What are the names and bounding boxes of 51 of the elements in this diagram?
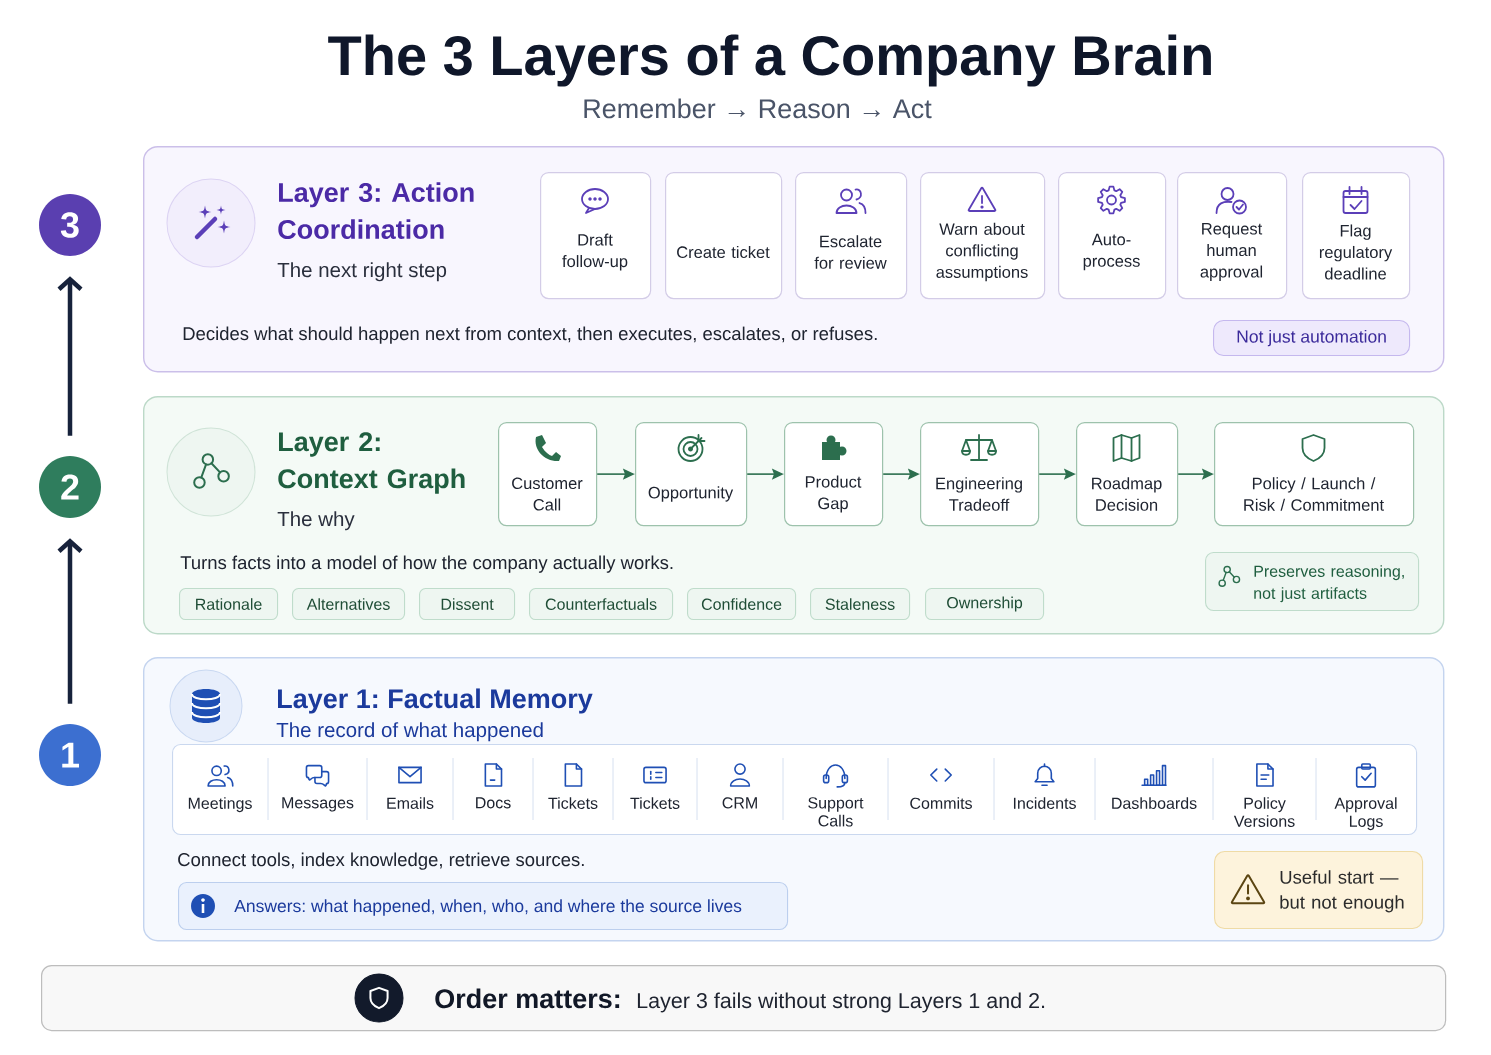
source-label: Docs [476,797,511,809]
layer-description: Decides what should happen next from context, then executes, escalates, or refuses. [183,326,877,344]
tag: Ownership [925,588,1045,621]
step-card: Roadmap Decision [1076,422,1179,527]
source-label: Messages [282,797,354,812]
action-card: Draft follow-up [540,172,652,300]
layer-heading: Layer 1: Factual Memory [278,688,593,714]
layer-description: Turns facts into a model of how the company actually works. [180,555,673,573]
step-card: Policy / Launch / Risk / Commitment [1214,422,1415,527]
step-card: Opportunity [635,422,748,527]
callout-box: Preserves reasoning, not just artifacts [1205,552,1420,612]
layer-heading: Layer 3: Action Coordination [278,182,474,240]
action-card: Warn about conflicting assumptions [920,172,1046,300]
title: The 3 Layers of a Company Brain [328,34,1211,87]
layer-description: Connect tools, index knowledge, retrieve sources. [178,852,584,870]
source-label: Support Calls [808,797,864,827]
tag: Counterfactuals [529,588,674,621]
arrow [57,538,83,704]
layer-heading: Layer 2: Context Graph [278,432,465,494]
source-label: CRM [722,797,757,809]
step-card: Customer Call [498,422,598,527]
tag: Staleness [810,588,911,621]
source-label: Approval Logs [1334,797,1397,831]
source-label: Meetings [188,797,252,813]
warning-box: Useful start — but not enough [1214,851,1424,930]
source-label: Policy Versions [1233,797,1295,827]
step-card: Engineering Tradeoff [920,422,1040,527]
layer-subtitle: The record of what happened [276,722,543,742]
source-label: Emails [387,797,434,809]
source-label: Incidents [1013,797,1076,809]
action-card: Create ticket [665,172,783,300]
action-card: Escalate for review [795,172,908,300]
source-label: Tickets [548,797,598,809]
step-card: Product Gap [784,422,884,527]
note-bar: Order matters: Layer 3 fails without strong Layers 1 and 2. [41,965,1447,1032]
source-label: Dashboards [1112,797,1197,809]
tag: Alternatives [292,588,406,621]
tag-pill: Not just automation [1213,320,1411,357]
tag: Confidence [687,588,797,621]
tag: Rationale [179,588,279,621]
action-card: Auto-process [1058,172,1167,300]
source-label: Tickets [630,797,680,809]
action-card: Request human approval [1177,172,1288,300]
tag: Dissent [419,588,516,621]
layer-subtitle: The why [277,511,355,531]
action-card: Flag regulatory deadline [1302,172,1411,300]
subtitle: Remember → Reason → Act [584,98,932,119]
arrow [57,276,83,436]
layer-subtitle: The next right step [277,262,447,282]
info-box: Answers: what happened, when, who, and where the source lives [178,882,789,931]
source-label: Commits [910,797,972,809]
